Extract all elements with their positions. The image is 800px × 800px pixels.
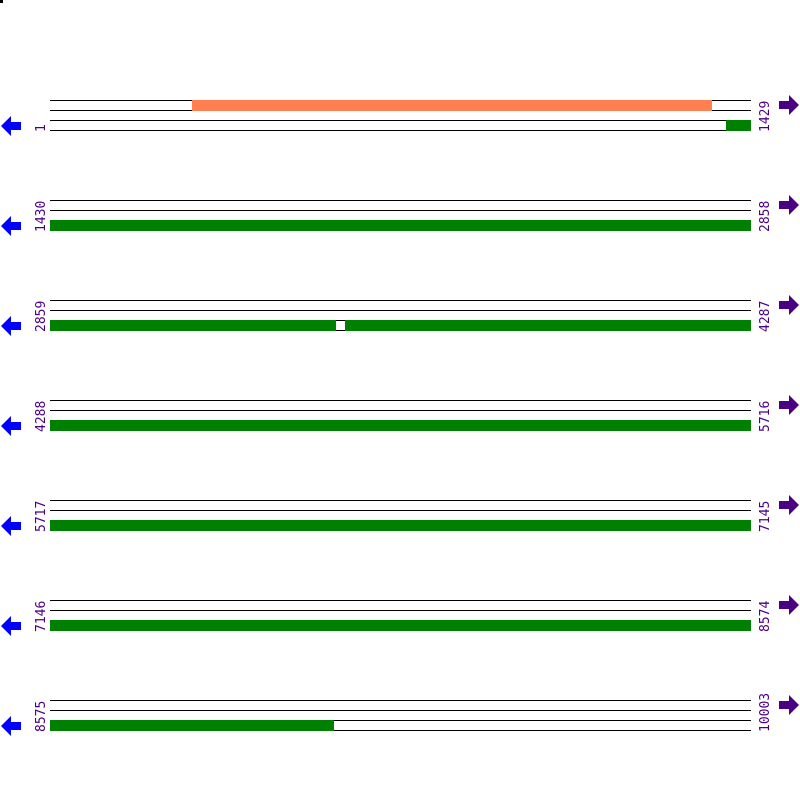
row-start-label: 1 [34, 124, 49, 132]
track-line [50, 120, 751, 121]
feature-segment[interactable] [192, 100, 712, 111]
arrow-left-icon[interactable] [0, 315, 22, 337]
track-line [50, 410, 751, 411]
track-line [50, 510, 751, 511]
arrow-left-icon[interactable] [0, 615, 22, 637]
coverage-segment[interactable] [50, 420, 751, 431]
corner-marker [0, 0, 3, 3]
arrow-left-icon[interactable] [0, 215, 22, 237]
row-start-label: 8575 [34, 700, 49, 732]
coverage-segment[interactable] [50, 620, 751, 631]
coverage-segment[interactable] [50, 520, 751, 531]
coverage-segment[interactable] [50, 220, 751, 231]
row-end-label: 5716 [758, 400, 773, 432]
track-line [50, 200, 751, 201]
sequence-row: 8575 10003 [0, 690, 800, 740]
sequence-row: 1 1429 [0, 90, 800, 140]
coverage-segment[interactable] [50, 320, 336, 331]
arrow-right-icon[interactable] [778, 394, 800, 416]
track-line [50, 500, 751, 501]
track-line [50, 210, 751, 211]
row-end-label: 2858 [758, 200, 773, 232]
track-line [50, 300, 751, 301]
row-start-label: 5717 [34, 500, 49, 532]
arrow-left-icon[interactable] [0, 515, 22, 537]
arrow-left-icon[interactable] [0, 715, 22, 737]
track-line [50, 600, 751, 601]
track-line [50, 710, 751, 711]
arrow-right-icon[interactable] [778, 694, 800, 716]
arrow-right-icon[interactable] [778, 594, 800, 616]
row-end-label: 1429 [758, 100, 773, 132]
row-end-label: 4287 [758, 300, 773, 332]
arrow-left-icon[interactable] [0, 415, 22, 437]
track-line [50, 730, 751, 731]
arrow-right-icon[interactable] [778, 194, 800, 216]
sequence-row: 1430 2858 [0, 190, 800, 240]
track-line [50, 310, 751, 311]
row-start-label: 1430 [34, 200, 49, 232]
coverage-segment[interactable] [726, 120, 751, 131]
sequence-row: 4288 5716 [0, 390, 800, 440]
arrow-left-icon[interactable] [0, 115, 22, 137]
row-start-label: 2859 [34, 300, 49, 332]
track-line [50, 720, 751, 721]
row-start-label: 4288 [34, 400, 49, 432]
row-end-label: 10003 [758, 692, 773, 732]
track-line [50, 130, 751, 131]
arrow-right-icon[interactable] [778, 294, 800, 316]
row-start-label: 7146 [34, 600, 49, 632]
sequence-row: 2859 4287 [0, 290, 800, 340]
sequence-row: 7146 8574 [0, 590, 800, 640]
row-end-label: 7145 [758, 500, 773, 532]
row-end-label: 8574 [758, 600, 773, 632]
arrow-right-icon[interactable] [778, 494, 800, 516]
sequence-row: 5717 7145 [0, 490, 800, 540]
track-line [50, 400, 751, 401]
track-line [50, 610, 751, 611]
coverage-segment[interactable] [345, 320, 751, 331]
track-line [50, 700, 751, 701]
coverage-segment[interactable] [50, 720, 334, 731]
arrow-right-icon[interactable] [778, 94, 800, 116]
